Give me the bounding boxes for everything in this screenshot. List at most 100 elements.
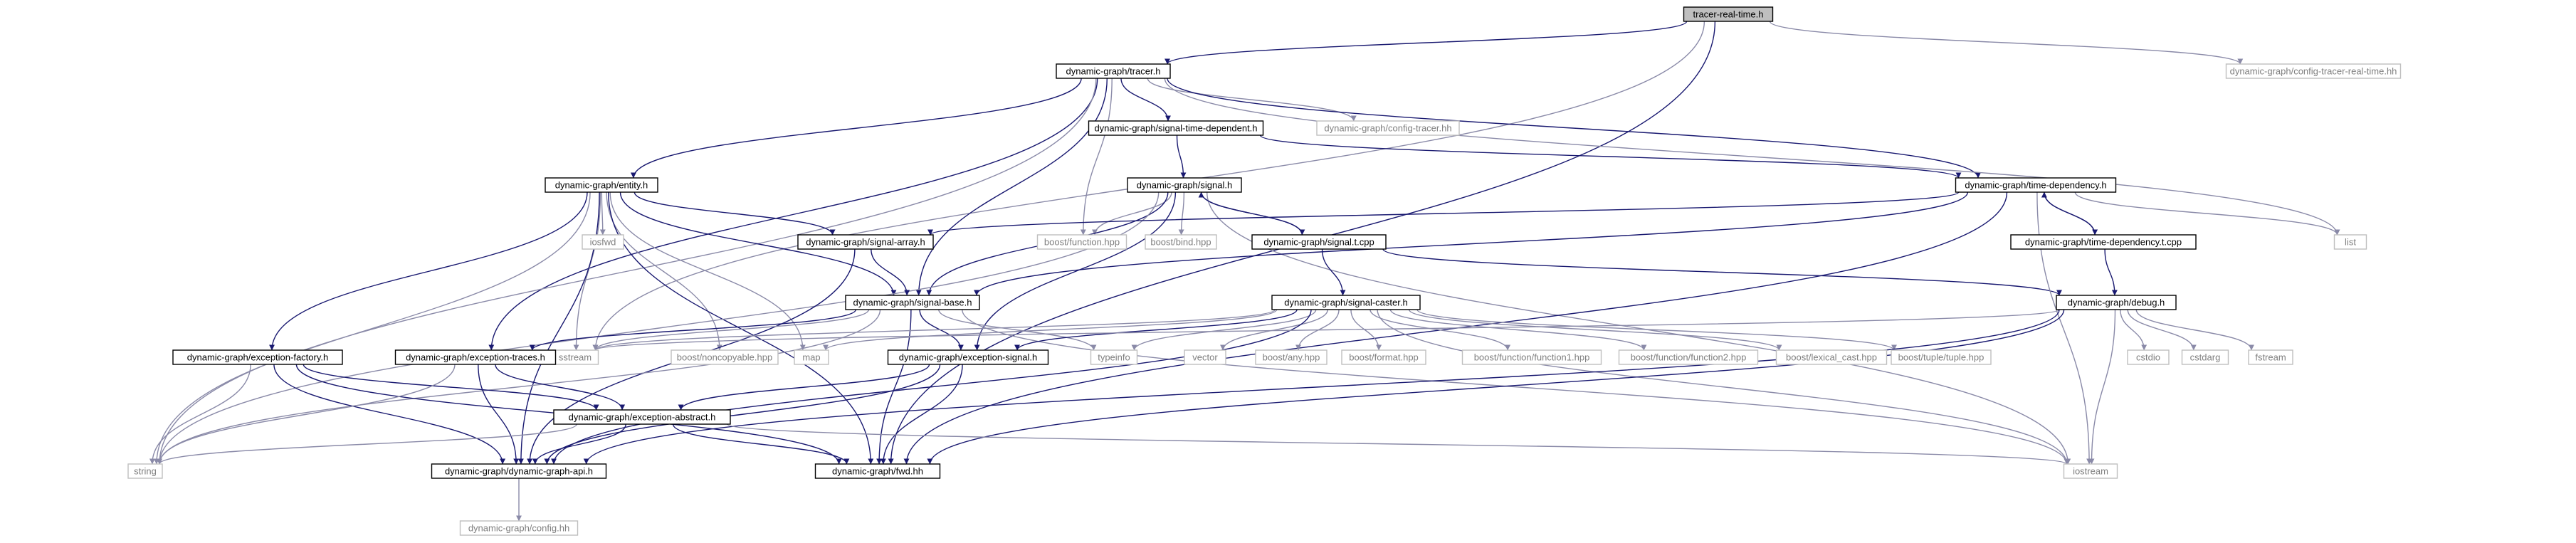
edge-excabstract-to-string bbox=[157, 423, 577, 465]
edge-tracer-to-boostfn bbox=[1080, 78, 1113, 236]
edge-layer bbox=[149, 21, 2340, 522]
node-label-fwd: dynamic-graph/fwd.hh bbox=[832, 466, 923, 477]
edge-excabstract-to-iostream bbox=[727, 423, 2069, 465]
node-label-string: string bbox=[134, 466, 157, 477]
node-box-fwd bbox=[814, 463, 941, 479]
node-sigtcpp[interactable]: dynamic-graph/signal.t.cpp bbox=[1251, 234, 1387, 250]
edge-entity-to-excfactory bbox=[269, 191, 588, 351]
node-lexcast: boost/lexical_cast.hpp bbox=[1775, 349, 1888, 365]
node-box-entity bbox=[545, 177, 658, 193]
edge-sigcaster-to-boostformat bbox=[1350, 309, 1382, 351]
edge-signal-to-boostfn bbox=[1092, 191, 1172, 236]
node-box-boostbind bbox=[1145, 234, 1217, 250]
edge-tracer-to-exctraces bbox=[488, 78, 1098, 351]
node-sigcaster[interactable]: dynamic-graph/signal-caster.h bbox=[1271, 295, 1421, 310]
node-boostany: boost/any.hpp bbox=[1255, 349, 1328, 365]
edge-debug-to-cstdarg bbox=[2127, 309, 2197, 351]
edge-sigbase-to-exctraces bbox=[529, 309, 856, 351]
edge-exctraces-to-dgapi bbox=[478, 364, 520, 465]
node-entity[interactable]: dynamic-graph/entity.h bbox=[545, 177, 658, 193]
node-label-boostfn1: boost/function/function1.hpp bbox=[1474, 352, 1590, 363]
node-box-config bbox=[459, 520, 579, 536]
edge-sigbase-to-typeinfo bbox=[938, 309, 1097, 351]
edge-timedep-to-list bbox=[2074, 191, 2340, 236]
edge-timedep-to-iostream bbox=[2036, 191, 2093, 465]
edge-excsignal-to-fwd bbox=[880, 364, 963, 465]
edge-excabstract-to-fwd bbox=[672, 423, 850, 465]
edge-excsignal-to-dgapi bbox=[544, 364, 941, 465]
node-label-timedeptcpp: dynamic-graph/time-dependency.t.cpp bbox=[2025, 237, 2182, 248]
node-label-std: dynamic-graph/signal-time-dependent.h bbox=[1094, 123, 1257, 134]
edge-trt-to-cfgtrt bbox=[1769, 21, 2244, 65]
edge-sigbase-to-fwd bbox=[876, 309, 912, 465]
node-cfgtr: dynamic-graph/config-tracer.hh bbox=[1316, 120, 1460, 136]
node-sigbase[interactable]: dynamic-graph/signal-base.h bbox=[845, 295, 980, 310]
node-debug[interactable]: dynamic-graph/debug.h bbox=[2056, 295, 2177, 310]
node-tracer[interactable]: dynamic-graph/tracer.h bbox=[1056, 63, 1171, 79]
node-label-cfgtr: dynamic-graph/config-tracer.hh bbox=[1324, 123, 1451, 134]
node-timedeptcpp[interactable]: dynamic-graph/time-dependency.t.cpp bbox=[2010, 234, 2197, 250]
node-box-noncopy bbox=[671, 349, 779, 365]
edge-tracer-to-list bbox=[1164, 78, 2340, 236]
edge-exctraces-to-excabstract bbox=[495, 364, 626, 411]
node-boostfn1: boost/function/function1.hpp bbox=[1461, 349, 1602, 365]
edge-std-to-timedep bbox=[1259, 135, 1962, 179]
edge-timedep-to-sigbase bbox=[974, 191, 1969, 296]
node-label-lexcast: boost/lexical_cast.hpp bbox=[1786, 352, 1877, 363]
node-box-boostfn bbox=[1036, 234, 1127, 250]
node-vector: vector bbox=[1184, 349, 1226, 365]
edge-sigcaster-to-map bbox=[823, 309, 1278, 351]
node-layer: tracer-real-time.h dynamic-graph/tracer.h… bbox=[127, 6, 2402, 536]
node-excfactory[interactable]: dynamic-graph/exception-factory.h bbox=[172, 349, 343, 365]
node-trt[interactable]: tracer-real-time.h bbox=[1683, 6, 1774, 22]
edge-sigcaster-to-boostfn1 bbox=[1370, 309, 1511, 351]
edge-tracer-to-cfgtr bbox=[1147, 78, 1357, 122]
node-dgapi[interactable]: dynamic-graph/dynamic-graph-api.h bbox=[431, 463, 607, 479]
node-label-boostbind: boost/bind.hpp bbox=[1150, 237, 1211, 248]
node-box-signal bbox=[1127, 177, 1242, 193]
node-box-sigcaster bbox=[1271, 295, 1421, 310]
edge-debug-to-cstdio bbox=[2120, 309, 2147, 351]
node-iosfwd: iosfwd bbox=[582, 234, 624, 250]
edge-signal-to-boostbind bbox=[1178, 191, 1185, 236]
node-excsignal[interactable]: dynamic-graph/exception-signal.h bbox=[887, 349, 1049, 365]
node-exctraces[interactable]: dynamic-graph/exception-traces.h bbox=[394, 349, 557, 365]
node-label-excabstract: dynamic-graph/exception-abstract.h bbox=[569, 412, 716, 423]
edge-std-to-signal bbox=[1176, 135, 1187, 179]
edge-entity-to-sigarray bbox=[634, 191, 836, 236]
node-timedep[interactable]: dynamic-graph/time-dependency.h bbox=[1955, 177, 2117, 193]
edge-signal-to-excsignal bbox=[974, 191, 1177, 351]
edge-timedeptcpp-to-debug bbox=[2104, 248, 2118, 296]
node-label-boostfn2: boost/function/function2.hpp bbox=[1631, 352, 1747, 363]
node-fwd[interactable]: dynamic-graph/fwd.hh bbox=[814, 463, 941, 479]
node-excabstract[interactable]: dynamic-graph/exception-abstract.h bbox=[553, 409, 731, 425]
node-sstream: sstream bbox=[551, 349, 599, 365]
edge-debug-to-fstream bbox=[2135, 309, 2254, 351]
node-boostbind: boost/bind.hpp bbox=[1145, 234, 1217, 250]
edge-tracer-to-timedep bbox=[1167, 78, 1981, 179]
node-tuple: boost/tuple/tuple.hpp bbox=[1891, 349, 1992, 365]
edge-sigcaster-to-tuple bbox=[1416, 309, 1897, 351]
node-box-cstdarg bbox=[2181, 349, 2229, 365]
node-label-boostfn: boost/function.hpp bbox=[1044, 237, 1120, 248]
node-label-trt: tracer-real-time.h bbox=[1693, 9, 1764, 20]
node-box-vector bbox=[1184, 349, 1226, 365]
node-boostfn2: boost/function/function2.hpp bbox=[1618, 349, 1759, 365]
node-box-boostformat bbox=[1341, 349, 1426, 365]
node-std[interactable]: dynamic-graph/signal-time-dependent.h bbox=[1088, 120, 1264, 136]
edge-sigcaster-to-lexcast bbox=[1408, 309, 1782, 351]
node-label-entity: dynamic-graph/entity.h bbox=[555, 180, 648, 191]
node-box-list bbox=[2333, 234, 2367, 250]
edge-excabstract-to-dgapi bbox=[532, 423, 626, 465]
edge-debug-to-sstream bbox=[593, 309, 2060, 351]
node-box-fstream bbox=[2248, 349, 2293, 365]
node-label-boostformat: boost/format.hpp bbox=[1349, 352, 1419, 363]
node-box-boostany bbox=[1255, 349, 1328, 365]
node-sigarray[interactable]: dynamic-graph/signal-array.h bbox=[797, 234, 934, 250]
node-signal[interactable]: dynamic-graph/signal.h bbox=[1127, 177, 1242, 193]
node-box-map bbox=[794, 349, 829, 365]
node-label-sigcaster: dynamic-graph/signal-caster.h bbox=[1284, 297, 1407, 308]
node-box-excfactory bbox=[172, 349, 343, 365]
node-list: list bbox=[2333, 234, 2367, 250]
node-box-excsignal bbox=[887, 349, 1049, 365]
